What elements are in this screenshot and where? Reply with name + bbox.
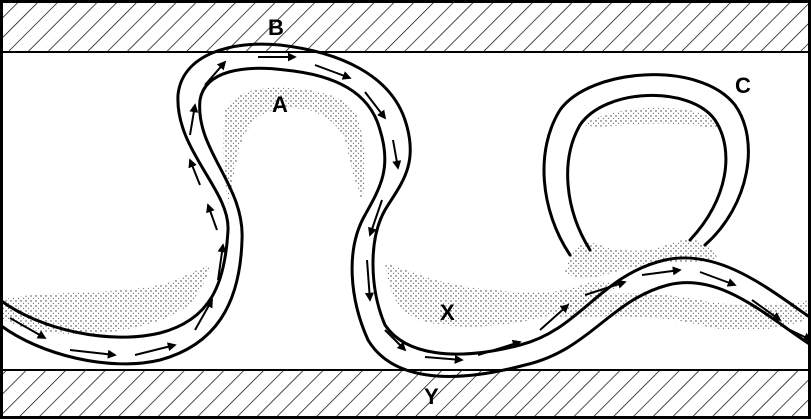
label-x: X (440, 300, 455, 325)
channel-inner-bank (0, 66, 811, 378)
river-channel (0, 42, 811, 378)
oxbow-outer (542, 73, 750, 257)
label-a: A (272, 92, 288, 117)
valley-wall-bottom (0, 370, 811, 419)
oxbow-inner (566, 94, 728, 252)
valley-wall-top (0, 0, 811, 52)
oxbow-loop (542, 73, 750, 257)
flow-arrows (9, 52, 811, 364)
channel-outer-bank (0, 42, 811, 356)
deposit-left (0, 265, 210, 334)
label-y: Y (424, 384, 439, 409)
deposit-right (560, 293, 811, 331)
deposit-c-neck (565, 239, 718, 279)
deposit-a (223, 87, 366, 205)
label-b: B (268, 15, 284, 40)
label-c: C (735, 73, 751, 98)
deposit-c-inner (583, 107, 722, 130)
